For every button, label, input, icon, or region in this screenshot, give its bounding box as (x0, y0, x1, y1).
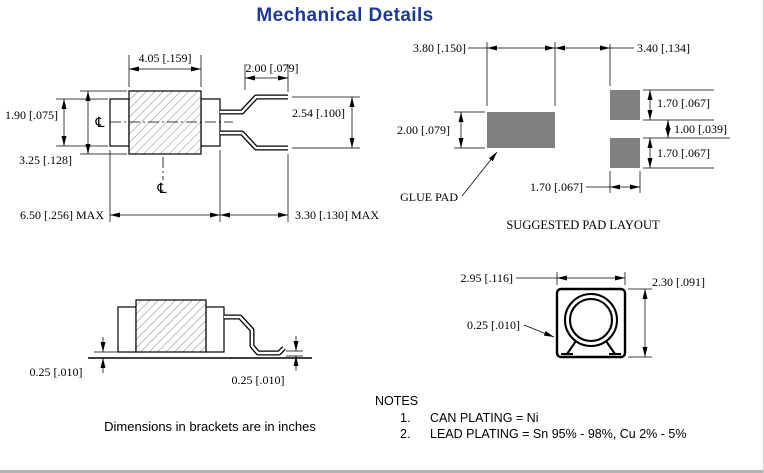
glue-pad-leader (461, 151, 498, 197)
dim-lead-span: 2.54 [.100] (292, 96, 360, 149)
component-body (128, 90, 202, 155)
note-number: 2. (400, 427, 411, 441)
glue-pad (487, 112, 555, 148)
dim-cap-diameter: 1.90 [.075] (5, 98, 108, 147)
dim-overall-length-text: 6.50 [.256] MAX (20, 208, 104, 222)
seated-view: 0.25 [.010] 0.25 [.010] (30, 299, 312, 387)
dim-can-height-text: 2.30 [.091] (652, 275, 705, 289)
dim-body-length: 4.05 [.159] (128, 51, 202, 87)
dim-glue-height-text: 2.00 [.079] (397, 123, 450, 137)
dim-lead-length-text: 3.30 [.130] MAX (295, 208, 379, 222)
dim-overall-length: 6.50 [.256] MAX (20, 150, 289, 222)
dim-can-width-text: 2.95 [.116] (460, 271, 513, 285)
dim-cap-diameter-text: 1.90 [.075] (5, 108, 58, 122)
centerline-symbol-bottom: ℄ (157, 181, 167, 197)
dim-lead-length: 3.30 [.130] MAX (220, 208, 379, 222)
units-note: Dimensions in brackets are in inches (104, 419, 316, 434)
dim-lead-fold-text: 2.00 [.079] (246, 61, 299, 75)
dim-pad-bottom-height-text: 1.70 [.067] (657, 146, 710, 160)
window-bottom-edge (0, 470, 764, 473)
pad-bottom (610, 138, 640, 168)
dim-lead-span-text: 2.54 [.100] (292, 106, 345, 120)
can-wall-outer (563, 292, 619, 348)
pad-layout-view: 3.80 [.150] 3.40 [.134] 2.00 [.079] 1.70… (397, 41, 730, 232)
dim-lead-fold: 2.00 [.079] (244, 61, 299, 92)
dim-pad-gap-text: 1.00 [.039] (674, 122, 727, 136)
notes-block: NOTES 1. CAN PLATING = Ni 2. LEAD PLATIN… (375, 394, 686, 442)
left-end-cap (117, 306, 137, 353)
dim-body-diameter: 3.25 [.128] (19, 90, 127, 167)
note-item-2: 2. LEAD PLATING = Sn 95% - 98%, Cu 2% - … (375, 426, 686, 442)
dim-pad-top-height-text: 1.70 [.067] (657, 96, 710, 110)
dim-can-height: 2.30 [.091] (628, 275, 705, 358)
dim-pad-bottom-height: 1.70 [.067] (643, 138, 714, 169)
formed-lead-bottom (220, 130, 288, 151)
dim-glue-width-text: 3.80 [.150] (413, 41, 466, 55)
dim-glue-height: 2.00 [.079] (397, 111, 485, 149)
dim-standoff-text: 0.25 [.010] (30, 365, 83, 379)
pad-top (610, 90, 640, 120)
dim-lead-thickness-text: 0.25 [.010] (232, 373, 285, 387)
side-view: ℄ ℄ 4.05 [.159] 2.00 [.079] 1.90 [.075] … (5, 51, 379, 222)
component-body (135, 299, 207, 353)
dim-standoff: 0.25 [.010] (30, 337, 118, 379)
note-text: CAN PLATING = Ni (430, 411, 539, 425)
notes-title: NOTES (375, 394, 419, 408)
dim-can-width: 2.95 [.116] (460, 271, 626, 285)
note-item-1: 1. CAN PLATING = Ni (375, 410, 686, 426)
pad-layout-caption: SUGGESTED PAD LAYOUT (506, 218, 660, 232)
glue-pad-label: GLUE PAD (400, 190, 458, 204)
dim-body-length-text: 4.05 [.159] (139, 51, 192, 65)
right-end-cap (205, 306, 225, 353)
dim-pad-top-height: 1.70 [.067] (643, 89, 714, 121)
end-view: 2.95 [.116] 2.30 [.091] 0.25 [.010] (460, 271, 705, 359)
centerline-symbol-left: ℄ (95, 115, 105, 131)
left-end-cap (109, 98, 130, 147)
right-end-cap (200, 98, 221, 147)
dim-pad-gap: 1.00 [.039] (643, 120, 730, 139)
wall-thickness-leader (523, 324, 555, 338)
note-number: 1. (400, 411, 411, 425)
dim-wall-thickness-text: 0.25 [.010] (467, 318, 520, 332)
formed-lead (224, 314, 286, 356)
dim-lead-thickness: 0.25 [.010] (232, 336, 303, 387)
can-wall-inner (568, 297, 614, 343)
page-title: Mechanical Details (256, 5, 434, 26)
can-leg-left (566, 340, 577, 355)
note-text: LEAD PLATING = Sn 95% - 98%, Cu 2% - 5% (430, 427, 687, 441)
dim-wall-thickness: 0.25 [.010] (467, 318, 555, 338)
dim-pad-offset-text: 3.40 [.134] (637, 41, 690, 55)
dim-glue-width: 3.80 [.150] (413, 41, 556, 106)
can-leg-right (605, 340, 616, 355)
dim-pad-width-text: 1.70 [.067] (530, 180, 583, 194)
glue-pad-callout: GLUE PAD (400, 151, 498, 204)
dim-pad-width: 1.70 [.067] (530, 171, 641, 194)
formed-lead-top (220, 94, 288, 115)
dim-body-diameter-text: 3.25 [.128] (19, 153, 72, 167)
dim-pad-offset: 3.40 [.134] (555, 41, 690, 86)
